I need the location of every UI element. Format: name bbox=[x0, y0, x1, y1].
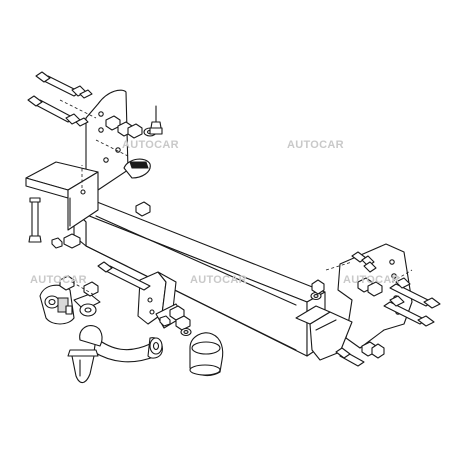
bolt-icon bbox=[97, 261, 151, 291]
bolt-icon bbox=[27, 95, 89, 127]
tow-ball-icon bbox=[67, 325, 163, 384]
watermark-text: AUTOCAR bbox=[190, 274, 247, 286]
nut-icon bbox=[105, 115, 143, 139]
bolt-icon bbox=[135, 201, 151, 217]
socket-plate-icon bbox=[39, 284, 101, 325]
bolt-icon bbox=[351, 251, 377, 273]
nut-icon bbox=[51, 233, 81, 249]
watermark-text: AUTOCAR bbox=[122, 139, 179, 151]
bolt-icon bbox=[389, 277, 441, 309]
bolt-icon bbox=[35, 71, 93, 99]
left-angle-bracket bbox=[25, 161, 99, 231]
nut-icon bbox=[357, 277, 383, 297]
bolt-icon bbox=[383, 295, 435, 327]
washer-icon bbox=[180, 327, 192, 337]
bolt-icon bbox=[149, 105, 163, 135]
nut-icon bbox=[311, 279, 325, 295]
slotted-spacer bbox=[123, 158, 151, 179]
nut-icon bbox=[159, 305, 191, 331]
watermark-text: AUTOCAR bbox=[30, 274, 87, 286]
ball-cover-icon bbox=[189, 332, 224, 377]
watermark-text: AUTOCAR bbox=[287, 139, 344, 151]
bolt-icon bbox=[335, 341, 385, 367]
bolt-icon bbox=[28, 197, 42, 243]
watermark-text: AUTOCAR bbox=[343, 274, 400, 286]
nut-icon bbox=[59, 275, 99, 297]
